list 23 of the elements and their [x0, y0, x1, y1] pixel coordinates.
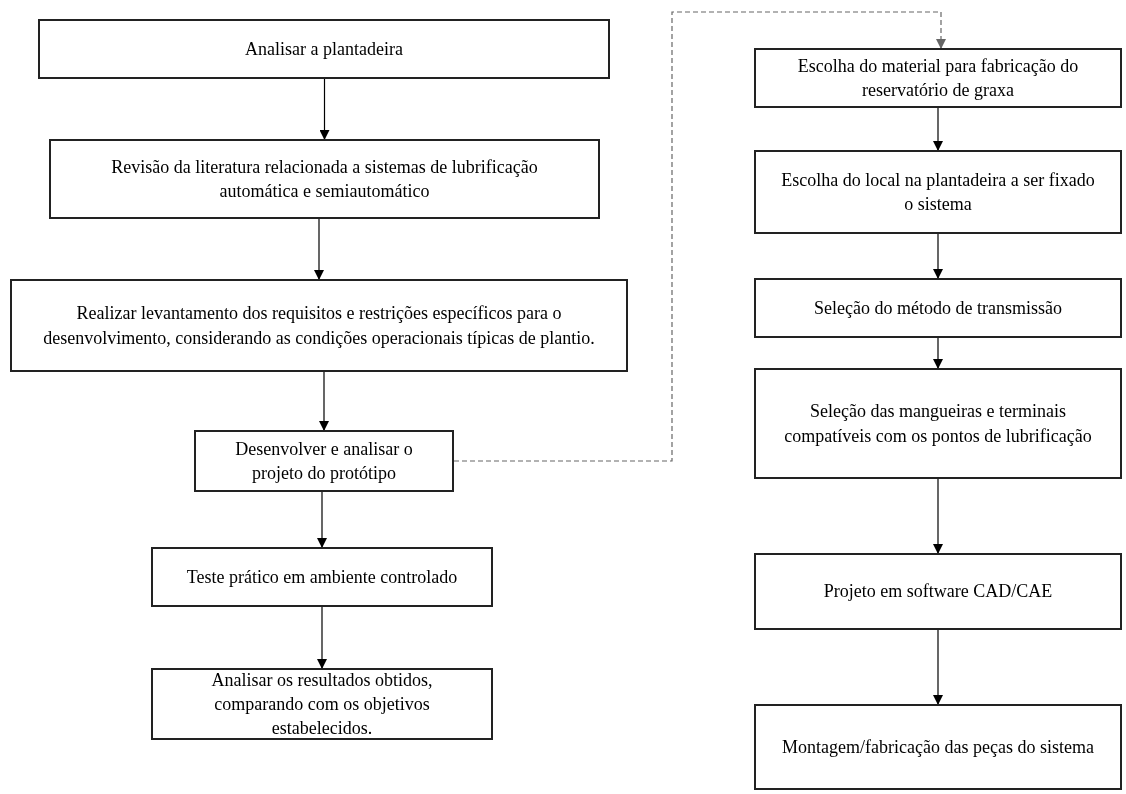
arrow: [933, 107, 943, 151]
process-box: Realizar levantamento dos requisitos e restrições específicos para o desenvolvimento, considerando as condições operacionais típicas de plantio.: [10, 279, 628, 372]
process-box: Analisar os resultados obtidos, comparando com os objetivos estabelecidos.: [151, 668, 493, 740]
process-box: Projeto em software CAD/CAE: [754, 553, 1122, 630]
process-box: Desenvolver e analisar o projeto do protótipo: [194, 430, 454, 492]
process-box: Seleção do método de transmissão: [754, 278, 1122, 338]
arrow: [933, 337, 943, 369]
process-box: Escolha do material para fabricação do reservatório de graxa: [754, 48, 1122, 108]
arrow: [317, 606, 327, 669]
arrow: [319, 78, 330, 140]
process-box: Teste prático em ambiente controlado: [151, 547, 493, 607]
arrow: [933, 629, 943, 705]
process-box: Escolha do local na plantadeira a ser fixado o sistema: [754, 150, 1122, 234]
arrow: [933, 478, 943, 554]
process-box: Montagem/fabricação das peças do sistema: [754, 704, 1122, 790]
dashed-connector: [453, 11, 946, 462]
arrow: [319, 371, 329, 431]
arrow: [933, 233, 943, 279]
process-box: Revisão da literatura relacionada a sistemas de lubrificação automática e semiautomático: [49, 139, 600, 219]
arrow: [314, 218, 324, 280]
process-box: Analisar a plantadeira: [38, 19, 610, 79]
process-box: Seleção das mangueiras e terminais compatíveis com os pontos de lubrificação: [754, 368, 1122, 479]
arrow: [317, 491, 327, 548]
